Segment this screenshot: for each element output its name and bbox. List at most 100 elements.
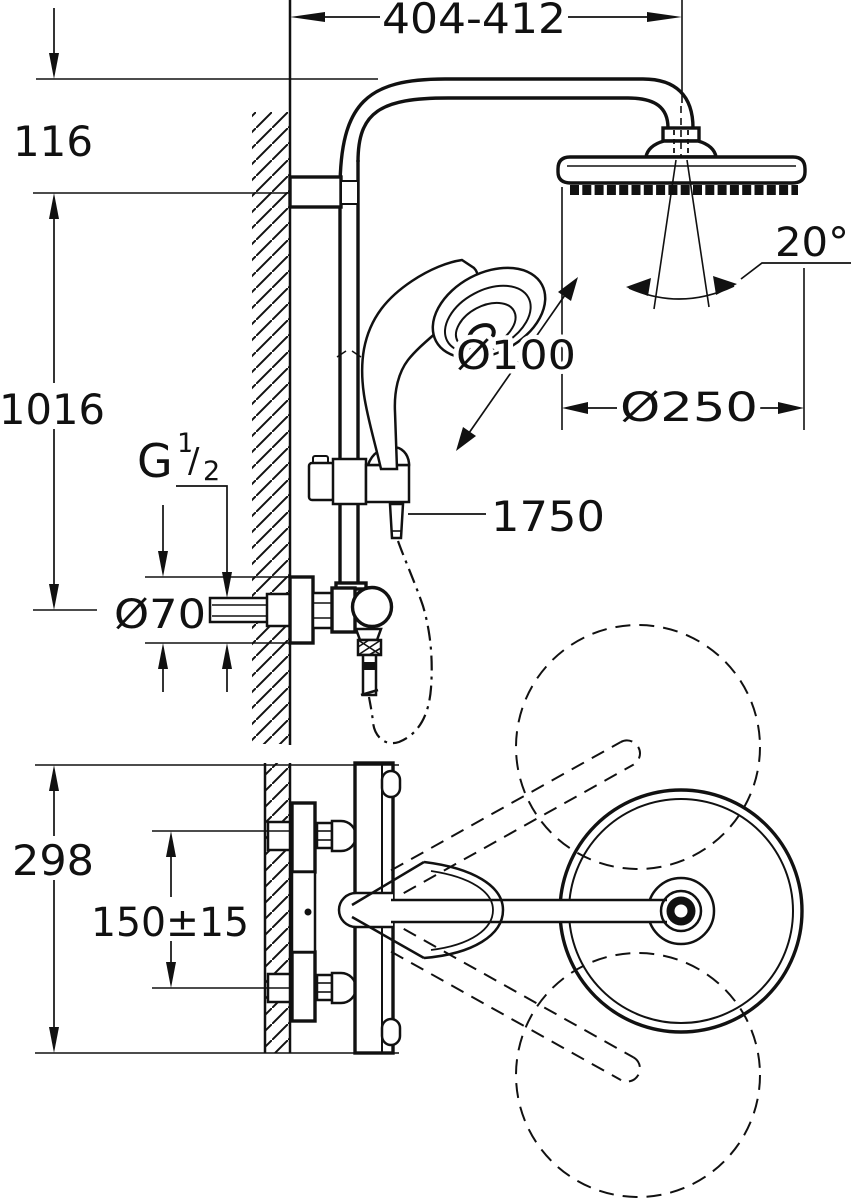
inlet-hex	[315, 821, 334, 850]
valve-handle-cap	[380, 1017, 402, 1047]
wall-section-top	[263, 763, 292, 1053]
shower-hose	[367, 540, 433, 745]
fixing-screw	[304, 908, 312, 916]
arrowhead	[158, 551, 168, 577]
dim-thread: G 1 / 2	[133, 424, 232, 598]
arm-ball-joint-hole	[674, 904, 688, 918]
arrowhead	[290, 12, 325, 22]
dim-head-dia: Ø250	[562, 381, 804, 436]
valve-union-nut	[311, 591, 334, 630]
wall-section-front	[252, 0, 292, 745]
wall-hatching-top	[265, 763, 290, 1053]
thermostat-valve-front	[288, 575, 394, 697]
inlet-dome	[330, 971, 358, 1005]
hand-shower-head	[431, 266, 547, 360]
swivel-arm-lower	[390, 928, 641, 1083]
shower-arm-outer	[338, 77, 695, 191]
riser-rail-and-arm	[288, 77, 695, 583]
arrowhead	[558, 277, 578, 301]
hand-shower-plan	[351, 860, 505, 960]
outlet-nut-knurl	[357, 639, 382, 656]
top-view	[263, 624, 804, 1198]
dimensions: 404-412 116 1016 G 1 / 2	[0, 0, 854, 1054]
swivel-position-upper	[515, 624, 761, 870]
inlet-hex	[315, 973, 334, 1002]
arrowhead	[456, 427, 476, 451]
dim-inlet-spacing-label: 150±15	[91, 900, 249, 946]
dim-hand-dia-label: Ø100	[456, 333, 576, 379]
valve-handle-cap	[380, 769, 402, 799]
arrowhead	[222, 643, 232, 669]
wall-hatching	[252, 112, 290, 744]
arrowhead	[626, 278, 651, 296]
arrowhead	[49, 193, 59, 219]
rail-joint-tick	[336, 350, 347, 358]
inlet-nut	[266, 820, 292, 852]
dim-298-label: 298	[12, 836, 94, 885]
swivel-arm-upper	[390, 739, 641, 894]
holder-clamp	[331, 457, 368, 506]
arrowhead	[713, 276, 737, 295]
arrowhead	[49, 584, 59, 610]
swivel-position-lower	[515, 952, 761, 1198]
dim-hose-length-label: 1750	[491, 492, 605, 541]
valve-escutcheon	[288, 575, 315, 645]
shower-arm-plan-fill	[391, 900, 667, 922]
dim-hand-dia: Ø100	[452, 277, 581, 451]
spray-cone-right	[686, 159, 710, 308]
arm-root	[337, 891, 393, 929]
supply-pipe	[208, 592, 293, 628]
dim-escutcheon-dia: Ø70	[110, 505, 232, 692]
dim-angle-label: 20°	[775, 220, 849, 266]
arrowhead	[562, 402, 588, 414]
wall-bracket-clamp	[340, 180, 359, 205]
dim-head-dia-label: Ø250	[620, 385, 758, 431]
valve-body-top	[337, 761, 402, 1055]
arrowhead	[49, 1027, 59, 1053]
shower-arm-inner	[356, 96, 670, 163]
dim-escutcheon-label: Ø70	[114, 592, 206, 638]
arrowhead	[49, 765, 59, 791]
dim-1016: 1016	[0, 219, 110, 610]
dim-298: 298	[8, 765, 99, 1053]
holder-arm	[364, 463, 411, 504]
arrowhead	[166, 962, 176, 988]
dim-hose-length: 1750	[408, 488, 610, 546]
outlet-pipe	[361, 653, 378, 697]
arm-ball-joint-ring	[659, 889, 703, 933]
rail-base-plate	[290, 870, 317, 954]
thread-label-g: G	[137, 434, 173, 488]
supply-pipe-nut	[265, 592, 293, 628]
arrowhead	[49, 53, 59, 79]
outlet-collar	[354, 627, 383, 642]
dim-1016-label: 1016	[0, 385, 105, 434]
front-view	[208, 0, 807, 745]
hand-shower-face-outer	[443, 284, 532, 354]
head-shower-disc	[556, 155, 807, 185]
rail-joint-tick	[351, 350, 362, 358]
head-shower-front	[556, 126, 807, 310]
dim-top-width-label: 404-412	[382, 0, 566, 43]
supply-connections-top	[266, 801, 358, 1023]
dim-116: 116	[9, 8, 98, 219]
inlet-dome	[330, 819, 358, 853]
arrowhead	[647, 12, 682, 22]
inlet-escutcheon	[290, 801, 317, 874]
dim-top-width: 404-412	[290, 0, 682, 48]
hand-shower	[360, 258, 547, 471]
inlet-escutcheon	[290, 950, 317, 1023]
hose-nipple	[388, 502, 405, 540]
outlet-band	[363, 662, 376, 670]
dim-angle: 20°	[626, 216, 854, 300]
arrowhead	[166, 831, 176, 857]
hand-shower-holder	[307, 445, 411, 540]
arrowhead	[222, 572, 232, 598]
arrowhead	[158, 643, 168, 669]
spray-cone-left	[653, 159, 677, 310]
hand-shower-face-inner	[454, 301, 517, 351]
valve-knob	[350, 585, 394, 629]
holder-knob	[307, 461, 336, 502]
thread-label-den: 2	[203, 456, 220, 487]
